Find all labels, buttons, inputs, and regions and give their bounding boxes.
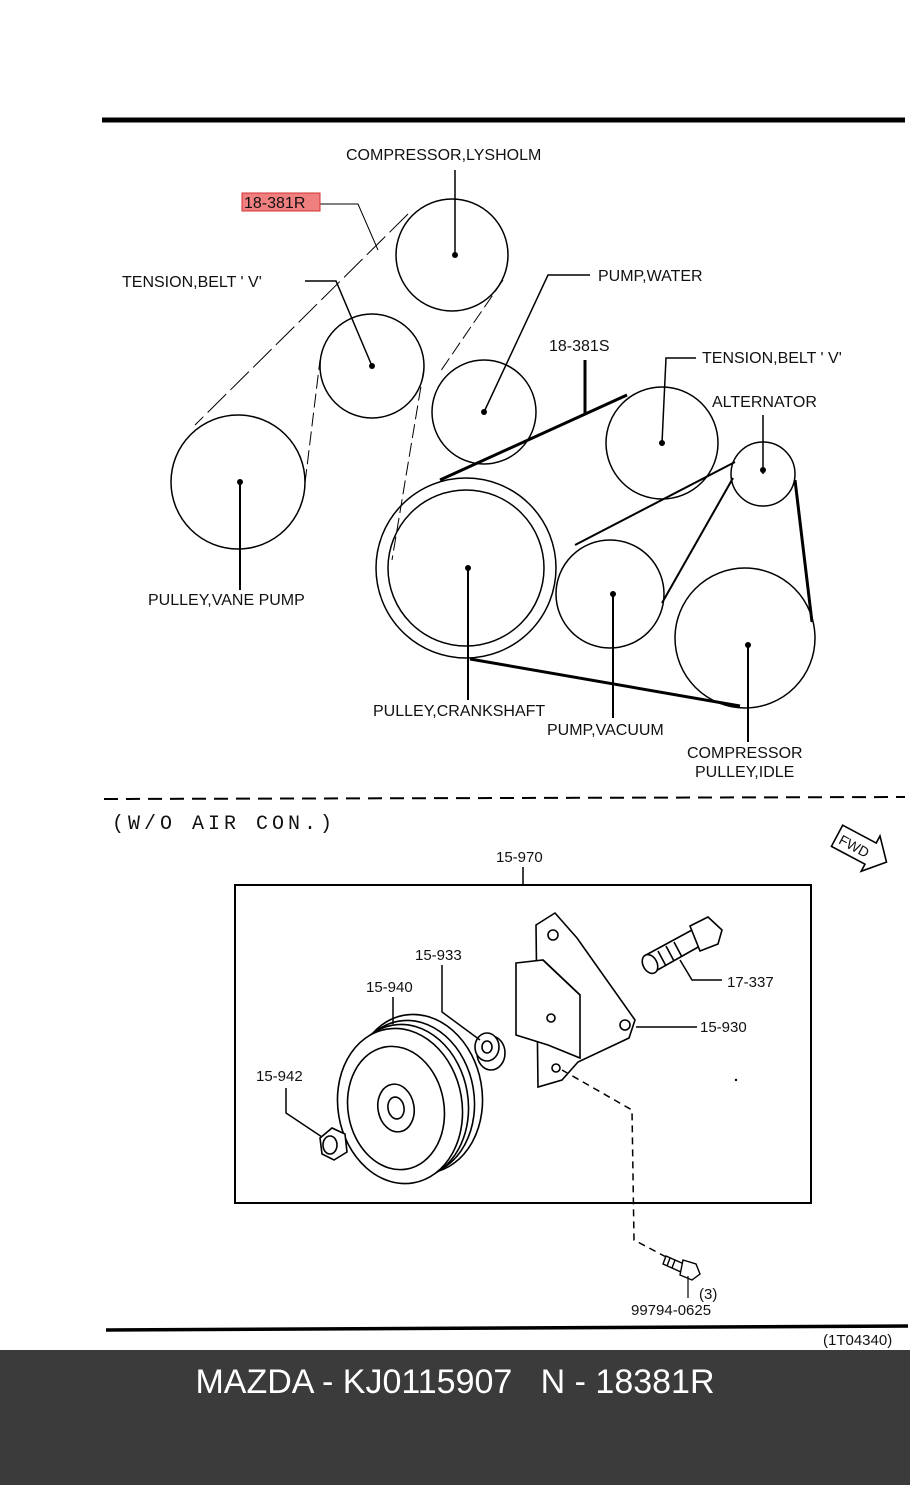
label-drawing-code: (1T04340) [823, 1332, 892, 1349]
belt-s-seg3 [661, 477, 734, 604]
bracket-15930 [515, 911, 636, 1089]
label-15942: 15-942 [256, 1068, 303, 1085]
nut-15942 [319, 1127, 348, 1161]
idler-pulley-15940 [336, 1013, 484, 1185]
pulley-crankshaft-outer [375, 477, 557, 659]
label-18381s: 18-381S [549, 338, 610, 355]
spacer-15933 [474, 1032, 506, 1071]
label-99794: 99794-0625 [631, 1302, 711, 1319]
belt-r-seg1 [194, 213, 409, 426]
label-15930: 15-930 [700, 1019, 747, 1036]
pulley-tension-left [319, 313, 425, 419]
leader-water-pump [483, 274, 590, 413]
label-alternator: ALTERNATOR [712, 394, 817, 411]
pulley-compressor-idle [674, 567, 816, 709]
label-pulley-vane-pump: PULLEY,VANE PUMP [148, 592, 305, 609]
pulley-vacuum-pump [555, 539, 665, 649]
belt-r-seg4 [439, 279, 504, 373]
label-15970: 15-970 [496, 849, 543, 866]
label-qty-3: (3) [699, 1286, 717, 1303]
leader-18381r [320, 203, 379, 251]
belt-s-seg5 [469, 657, 741, 708]
bolt-17337 [641, 916, 723, 975]
belt-layout [170, 170, 816, 742]
label-tension-belt-left: TENSION,BELT ' V' [122, 274, 262, 291]
leader-15942 [285, 1088, 323, 1138]
assembly-box [234, 884, 812, 1204]
leader-17337 [679, 959, 722, 981]
label-15933: 15-933 [415, 947, 462, 964]
fwd-arrow: FWD [830, 824, 888, 873]
label-17337: 17-337 [727, 974, 774, 991]
leader-15933 [441, 965, 481, 1041]
label-compressor-pulley-2: PULLEY,IDLE [695, 764, 794, 781]
dashed-guide [561, 1069, 669, 1259]
belt-routing-diagram: COMPRESSOR,LYSHOLM 18-381R TENSION,BELT … [102, 117, 909, 1349]
footer-text: MAZDA - KJ0115907 N - 18381R [195, 1363, 715, 1401]
label-compressor-lysholm: COMPRESSOR,LYSHOLM [346, 147, 541, 164]
leader-tension-right [661, 357, 696, 444]
label-pulley-crankshaft: PULLEY,CRANKSHAFT [373, 703, 545, 720]
label-18381r: 18-381R [244, 195, 305, 212]
belt-s-seg4 [793, 479, 814, 623]
leader-tension-left [305, 280, 373, 367]
stray-dot [734, 1078, 738, 1082]
label-15940: 15-940 [366, 979, 413, 996]
label-tension-belt-right: TENSION,BELT ' V' [702, 350, 842, 367]
section-separator [103, 796, 906, 800]
label-compressor-pulley-1: COMPRESSOR [687, 745, 803, 762]
part-number-footer: MAZDA - KJ0115907 N - 18381R [0, 1350, 910, 1485]
belt-r-seg3 [391, 367, 425, 561]
pulley-crankshaft-inner [387, 489, 545, 647]
highlight-18381r [241, 192, 321, 212]
bolt-99794 [662, 1255, 701, 1281]
bottom-rule [105, 1324, 909, 1332]
label-pump-water: PUMP,WATER [598, 268, 703, 285]
label-pump-vacuum: PUMP,VACUUM [547, 722, 664, 739]
pulley-compressor-lysholm [395, 198, 509, 312]
pulley-water-pump [431, 359, 537, 465]
belt-s-seg2 [574, 461, 736, 546]
belt-r-seg2 [304, 359, 321, 484]
pulley-centers [237, 252, 766, 648]
label-wo-air-con: (W/O AIR CON.) [112, 813, 336, 836]
belt-s-seg1 [439, 393, 628, 482]
